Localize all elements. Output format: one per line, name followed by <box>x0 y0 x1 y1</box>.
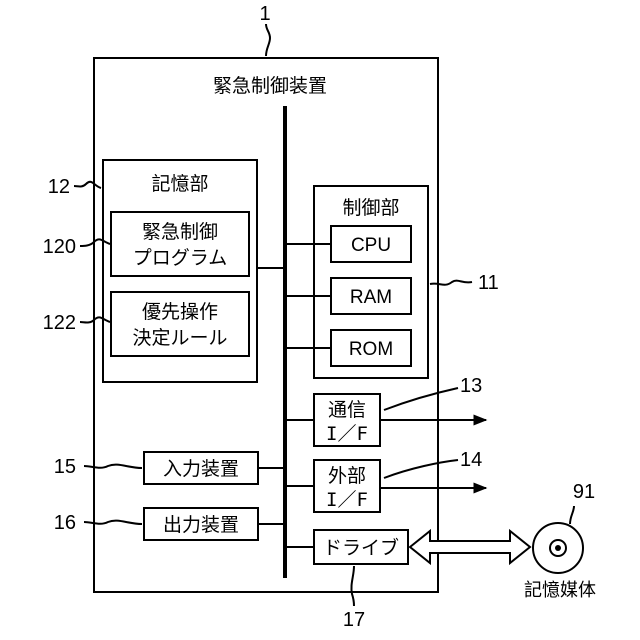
control-unit: 制御部 11 CPU RAM ROM <box>314 186 499 378</box>
emergency-control-program: 緊急制御 プログラム 120 <box>43 212 249 276</box>
cpu-block: CPU <box>331 226 411 262</box>
priority-operation-rule: 優先操作 決定ルール 122 <box>43 292 249 356</box>
drive-media-double-arrow <box>410 531 530 563</box>
device-ref: 1 <box>259 3 270 25</box>
storage-ref: 12 <box>48 176 70 198</box>
program-ref: 120 <box>43 236 76 258</box>
program-line2: プログラム <box>133 247 227 269</box>
input-device: 入力装置 15 <box>54 452 258 484</box>
storage-medium: 91 記憶媒体 <box>524 481 596 601</box>
output-label: 出力装置 <box>163 514 239 536</box>
rom-label: ROM <box>349 339 393 360</box>
ram-block: RAM <box>331 278 411 314</box>
storage-unit: 記憶部 12 緊急制御 プログラム 120 優先操作 決定ルール 122 <box>43 160 257 382</box>
ext-if-ref: 14 <box>460 449 482 471</box>
comm-if-ref: 13 <box>460 375 482 397</box>
control-ref: 11 <box>478 272 499 294</box>
ram-label: RAM <box>350 287 392 308</box>
comm-if-line1: 通信 <box>328 399 366 421</box>
ext-if-line2: I／F <box>326 489 368 511</box>
output-device: 出力装置 16 <box>54 508 258 540</box>
control-title: 制御部 <box>342 197 399 219</box>
media-ref: 91 <box>573 481 595 503</box>
comm-if-line2: I／F <box>326 423 368 445</box>
drive-ref: 17 <box>343 609 365 631</box>
cpu-label: CPU <box>351 235 391 256</box>
rule-ref: 122 <box>43 312 76 334</box>
input-ref: 15 <box>54 456 76 478</box>
input-label: 入力装置 <box>163 458 239 480</box>
drive-label: ドライブ <box>323 536 399 559</box>
ext-if-line1: 外部 <box>328 465 366 487</box>
rule-line1: 優先操作 <box>142 301 218 323</box>
device-title: 緊急制御装置 <box>213 75 327 97</box>
storage-title: 記憶部 <box>151 173 208 195</box>
rom-block: ROM <box>331 330 411 366</box>
output-ref: 16 <box>54 512 76 534</box>
program-line1: 緊急制御 <box>142 221 218 243</box>
rule-line2: 決定ルール <box>132 327 227 349</box>
media-label: 記憶媒体 <box>524 580 596 601</box>
